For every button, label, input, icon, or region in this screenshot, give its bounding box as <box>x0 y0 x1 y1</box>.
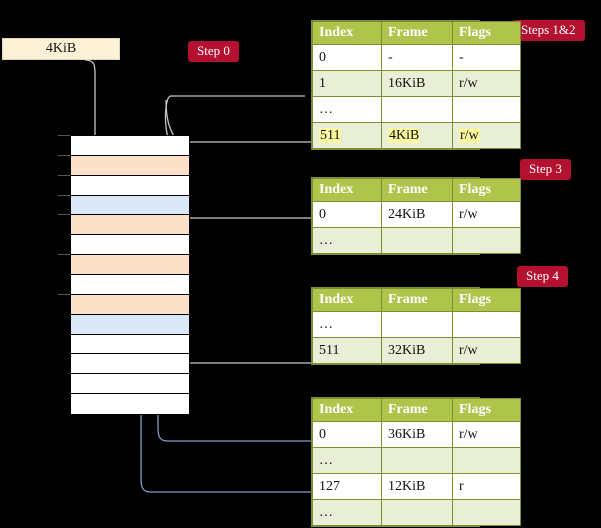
memory-frame-row <box>71 195 189 216</box>
cell-frame: - <box>381 44 453 71</box>
table-row: … <box>312 96 521 123</box>
virtual-page-label: 4KiB <box>45 41 77 56</box>
column-header-frame: Frame <box>381 178 453 202</box>
cell-frame: 24KiB <box>381 201 453 228</box>
cell-flags <box>452 96 521 123</box>
column-header-flags: Flags <box>452 288 521 312</box>
cell-index: … <box>312 499 382 526</box>
cell-index: 1 <box>312 70 382 97</box>
memory-frame-row <box>71 294 189 315</box>
cell-flags <box>452 227 521 254</box>
table-row: … <box>312 227 521 254</box>
cell-index: 511 <box>312 122 382 149</box>
column-header-flags: Flags <box>452 178 521 202</box>
column-header-index: Index <box>312 21 382 45</box>
cell-flags <box>452 447 521 474</box>
memory-frame-row <box>71 175 189 196</box>
column-header-index: Index <box>312 398 382 422</box>
column-header-frame: Frame <box>381 21 453 45</box>
cell-flags: - <box>452 44 521 71</box>
cell-frame: 12KiB <box>381 473 453 500</box>
cell-index: … <box>312 311 382 338</box>
virtual-page-box: 4KiB <box>2 38 120 60</box>
cell-flags: r/w <box>452 70 521 97</box>
memory-tick <box>58 214 70 216</box>
cell-index: … <box>312 96 382 123</box>
column-header-index: Index <box>312 178 382 202</box>
cell-flags: r/w <box>452 201 521 228</box>
column-header-frame: Frame <box>381 398 453 422</box>
cell-flags <box>452 499 521 526</box>
table-row: 0-- <box>312 44 521 71</box>
memory-frame-row <box>71 354 189 375</box>
memory-tick <box>58 194 70 196</box>
cell-flags: r/w <box>452 122 521 149</box>
column-header-flags: Flags <box>452 21 521 45</box>
cell-frame: 16KiB <box>381 70 453 97</box>
badge-step-3: Step 3 <box>520 159 571 180</box>
cell-flags <box>452 311 521 338</box>
cell-frame <box>381 311 453 338</box>
memory-frame-row <box>71 235 189 256</box>
memory-frame-row <box>71 215 189 236</box>
cell-frame: 36KiB <box>381 421 453 448</box>
cell-index: … <box>312 447 382 474</box>
cell-frame: 32KiB <box>381 337 453 364</box>
column-header-flags: Flags <box>452 398 521 422</box>
cell-index: 127 <box>312 473 382 500</box>
memory-frame-row <box>71 136 189 156</box>
memory-frame-row <box>71 275 189 295</box>
cell-flags: r/w <box>452 337 521 364</box>
memory-frame-row <box>71 394 189 414</box>
cell-frame <box>381 447 453 474</box>
memory-tick <box>58 135 70 136</box>
column-header-frame: Frame <box>381 288 453 312</box>
cell-frame: 4KiB <box>381 122 453 149</box>
table-row: … <box>312 311 521 338</box>
memory-frame-row <box>71 374 189 395</box>
cell-frame <box>381 96 453 123</box>
cell-flags: r <box>452 473 521 500</box>
memory-tick <box>58 174 70 176</box>
table-row: … <box>312 499 521 526</box>
badge-step-0: Step 0 <box>188 41 239 62</box>
cell-index: 0 <box>312 44 382 71</box>
cell-index: 0 <box>312 421 382 448</box>
memory-frame-row <box>71 334 189 355</box>
badge-step-4: Step 4 <box>517 266 568 287</box>
physical-memory-column <box>70 135 190 415</box>
memory-frame-row <box>71 155 189 176</box>
cell-flags: r/w <box>452 421 521 448</box>
memory-tick <box>58 293 70 295</box>
memory-frame-row <box>71 255 189 275</box>
table-row: … <box>312 447 521 474</box>
memory-tick <box>58 254 70 256</box>
cell-frame <box>381 499 453 526</box>
memory-frame-row <box>71 314 189 335</box>
cell-index: … <box>312 227 382 254</box>
cell-index: 0 <box>312 201 382 228</box>
column-header-index: Index <box>312 288 382 312</box>
cell-frame <box>381 227 453 254</box>
memory-tick <box>58 154 70 156</box>
cell-index: 511 <box>312 337 382 364</box>
badge-steps-1-2: Steps 1&2 <box>512 20 585 41</box>
